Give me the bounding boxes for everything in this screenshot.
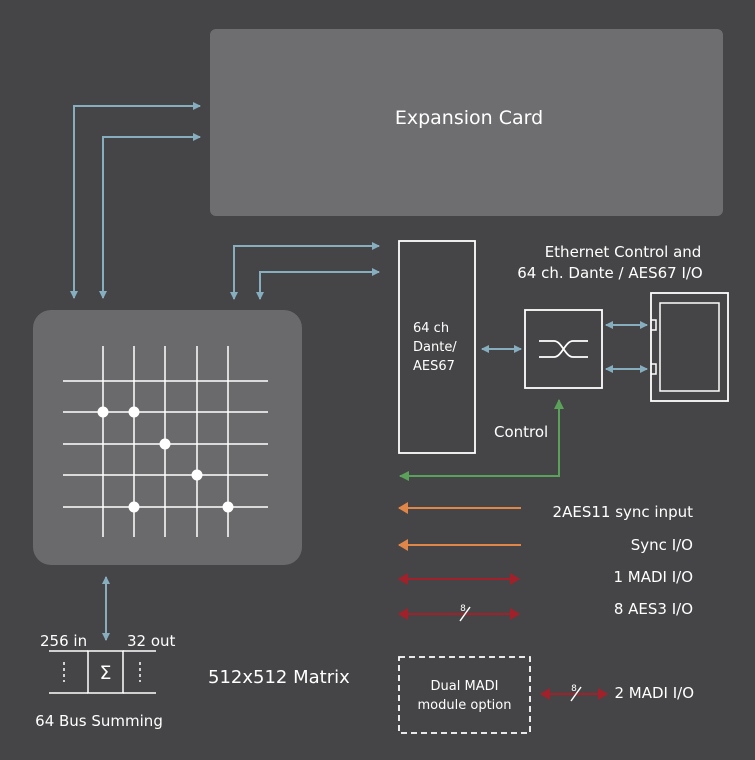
madi-io-label: 1 MADI I/O [613,568,693,586]
dante-label-line1: 64 ch [413,321,449,336]
bus-summing-block: 256 in 32 out Σ 64 Bus Summing [35,632,175,730]
control-arrow [399,399,564,481]
summing-caption: 64 Bus Summing [35,712,163,730]
dual-madi-bus-width: 8 [571,684,577,694]
aes11-sync-label: 2AES11 sync input [553,503,694,521]
control-label: Control [494,423,548,441]
sigma-icon: Σ [99,662,111,684]
port-connector-icons [651,319,657,375]
expansion-card-box [210,29,723,216]
expansion-card-label: Expansion Card [395,107,543,129]
aes3-io-label: 8 AES3 I/O [614,600,693,618]
dante-label-line3: AES67 [413,359,455,374]
matrix-crosspoints [97,406,234,513]
dual-madi-box [398,656,531,734]
dante-links [230,242,380,300]
matrix-box [33,310,302,565]
ethernet-label-line1: Ethernet Control and [545,243,702,261]
ethernet-port-box [650,292,729,402]
switch-icon [539,340,588,358]
aes3-bus-slash [459,606,471,622]
ethernet-port-inner [659,302,720,392]
sync-io-label: Sync I/O [631,536,693,554]
aes3-bus-width: 8 [460,604,466,614]
expansion-card-links [70,102,201,299]
matrix-label: 512x512 Matrix [208,667,350,688]
dual-madi-bus-slash [570,686,582,702]
summing-in-label: 256 in [40,632,87,650]
dual-madi-line1: Dual MADI [431,679,499,694]
dual-madi-io-label: 2 MADI I/O [614,684,694,702]
dante-label-line2: Dante/ [413,340,457,355]
summing-out-label: 32 out [127,632,176,650]
ethernet-label-line2: 64 ch. Dante / AES67 I/O [517,264,703,282]
matrix-grid [63,346,268,537]
summing-box [87,650,124,694]
dual-madi-line2: module option [418,698,512,713]
network-switch-box [524,309,603,389]
